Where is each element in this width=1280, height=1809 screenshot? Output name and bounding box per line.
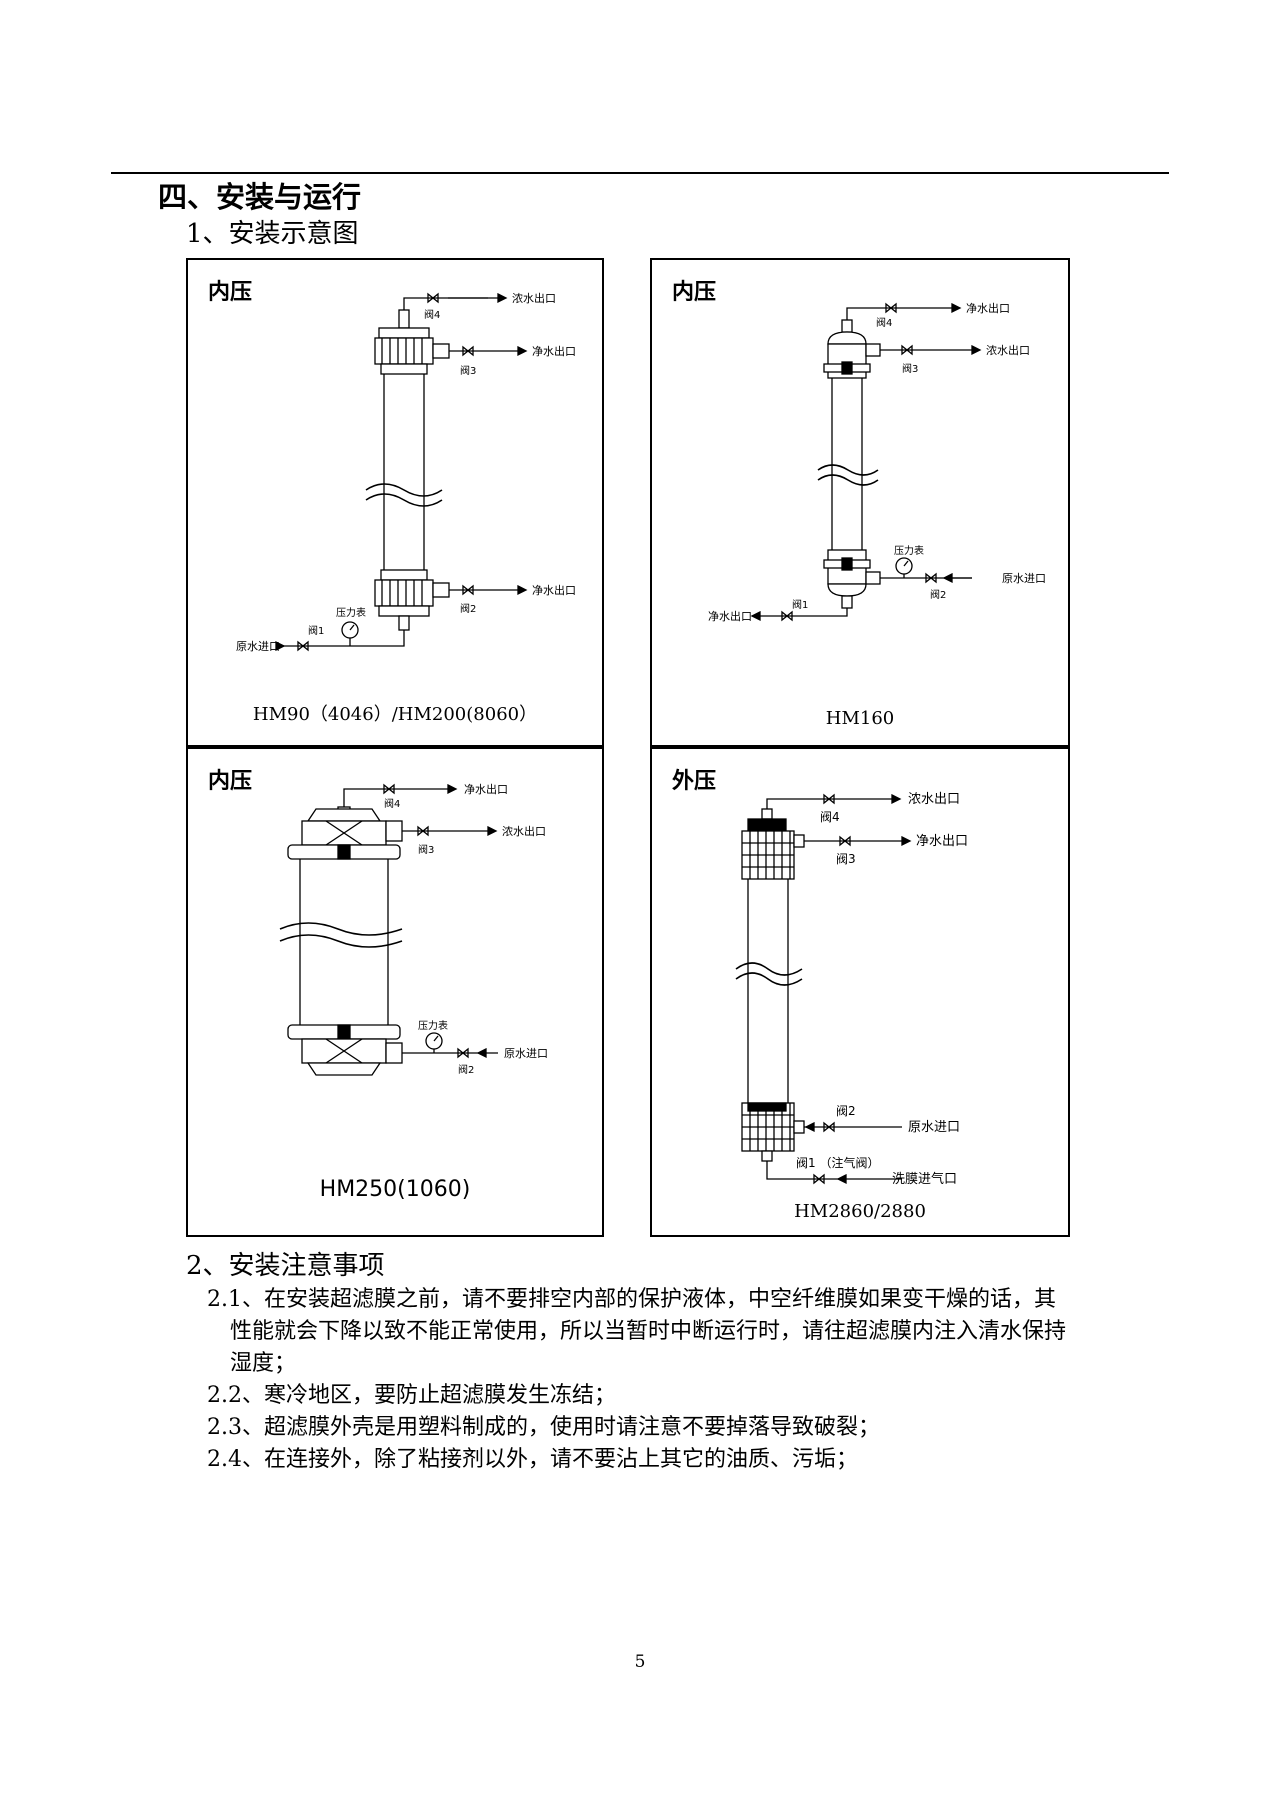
label-clean-outlet: 净水出口 bbox=[464, 782, 508, 796]
label-valve4: 阀4 bbox=[424, 308, 440, 321]
label-valve4: 阀4 bbox=[384, 797, 400, 810]
label-valve2: 阀2 bbox=[930, 588, 946, 601]
diagram-panel-hm90: 浓水出口 阀4 净水出口 阀3 净水出口 阀2 压力表 阀1 原水进口 内压 H… bbox=[186, 258, 604, 747]
section-title: 四、安装与运行 bbox=[158, 180, 362, 214]
panel-type-label: 内压 bbox=[208, 280, 253, 305]
diagram-panel-hm160: 净水出口 阀4 浓水出口 阀3 压力表 原水进口 阀2 阀1 净水出口 内压 H… bbox=[650, 258, 1070, 747]
label-valve4: 阀4 bbox=[876, 316, 892, 329]
label-concentrate-outlet: 浓水出口 bbox=[986, 343, 1030, 357]
label-raw-inlet: 原水进口 bbox=[504, 1047, 548, 1060]
label-raw-inlet: 原水进口 bbox=[1002, 572, 1046, 585]
note-2-1-line1: 2.1、在安装超滤膜之前，请不要排空内部的保护液体，中空纤维膜如果变干燥的话，其 bbox=[207, 1287, 1056, 1312]
panel-model-label: HM90（4046）/HM200(8060） bbox=[252, 704, 538, 725]
label-pressure-gauge: 压力表 bbox=[336, 606, 366, 619]
label-membrane-air-inlet: 洗膜进气口 bbox=[892, 1171, 957, 1187]
diagram-hm250: 净水出口 阀4 浓水出口 阀3 压力表 原水进口 阀2 bbox=[279, 782, 548, 1076]
diagram-hm90: 浓水出口 阀4 净水出口 阀3 净水出口 阀2 压力表 阀1 原水进口 bbox=[236, 291, 576, 653]
label-clean-outlet: 净水出口 bbox=[916, 834, 968, 849]
label-clean-outlet-top: 净水出口 bbox=[532, 344, 576, 358]
label-valve1: 阀1 bbox=[308, 624, 324, 637]
diagram-panel-hm250: 净水出口 阀4 浓水出口 阀3 压力表 原水进口 阀2 内压 HM250(106… bbox=[186, 747, 604, 1237]
panel-model-label: HM2860/2880 bbox=[794, 1201, 926, 1222]
panel-type-label: 外压 bbox=[672, 769, 717, 794]
label-valve3: 阀3 bbox=[460, 364, 476, 377]
label-valve4: 阀4 bbox=[820, 810, 840, 824]
note-2-4: 2.4、在连接外，除了粘接剂以外，请不要沾上其它的油质、污垢； bbox=[207, 1447, 858, 1472]
label-clean-outlet-top: 净水出口 bbox=[966, 301, 1010, 315]
diagram-hm160: 净水出口 阀4 浓水出口 阀3 压力表 原水进口 阀2 阀1 净水出口 bbox=[708, 301, 1046, 623]
note-2-3: 2.3、超滤膜外壳是用塑料制成的，使用时请注意不要掉落导致破裂； bbox=[207, 1415, 880, 1440]
panel-model-label: HM160 bbox=[825, 708, 895, 729]
label-concentrate-outlet: 浓水出口 bbox=[512, 291, 556, 305]
diagram-hm2860: 浓水出口 阀4 净水出口 阀3 阀2 原水进口 阀1 （注气阀） 洗膜进气口 bbox=[735, 792, 968, 1187]
subsection-notes-title: 2、安装注意事项 bbox=[186, 1251, 385, 1281]
label-clean-outlet-bottom: 净水出口 bbox=[708, 609, 752, 623]
label-clean-outlet-bottom: 净水出口 bbox=[532, 583, 576, 597]
page-number: 5 bbox=[634, 1652, 646, 1672]
label-raw-inlet: 原水进口 bbox=[908, 1120, 960, 1135]
label-concentrate-outlet: 浓水出口 bbox=[502, 824, 546, 838]
note-2-2: 2.2、寒冷地区，要防止超滤膜发生冻结； bbox=[207, 1383, 616, 1408]
label-concentrate-outlet: 浓水出口 bbox=[908, 792, 960, 807]
subsection-diagram-title: 1、安装示意图 bbox=[186, 219, 359, 249]
note-2-1-line2: 性能就会下降以致不能正常使用，所以当暂时中断运行时，请往超滤膜内注入清水保持 bbox=[230, 1319, 1067, 1344]
note-2-1-line3: 湿度； bbox=[230, 1351, 297, 1376]
label-valve1: 阀1 bbox=[792, 598, 808, 611]
label-raw-inlet: 原水进口 bbox=[236, 640, 280, 653]
header-rule bbox=[111, 172, 1169, 174]
label-pressure-gauge: 压力表 bbox=[894, 544, 924, 557]
label-valve1-air: 阀1 （注气阀） bbox=[796, 1155, 879, 1170]
label-valve2: 阀2 bbox=[460, 602, 476, 615]
label-valve3: 阀3 bbox=[902, 362, 918, 375]
panel-type-label: 内压 bbox=[208, 769, 253, 794]
diagram-panel-hm2860: 浓水出口 阀4 净水出口 阀3 阀2 原水进口 阀1 （注气阀） 洗膜进气口 外… bbox=[650, 747, 1070, 1237]
label-pressure-gauge: 压力表 bbox=[418, 1019, 448, 1032]
label-valve2: 阀2 bbox=[458, 1063, 474, 1076]
panel-model-label: HM250(1060) bbox=[319, 1177, 471, 1202]
label-valve3: 阀3 bbox=[836, 852, 856, 866]
label-valve3: 阀3 bbox=[418, 843, 434, 856]
panel-type-label: 内压 bbox=[672, 280, 717, 305]
note-2-1: 2.1、在安装超滤膜之前，请不要排空内部的保护液体，中空纤维膜如果变干燥的话，其… bbox=[207, 1284, 1192, 1380]
label-valve2: 阀2 bbox=[836, 1104, 856, 1118]
